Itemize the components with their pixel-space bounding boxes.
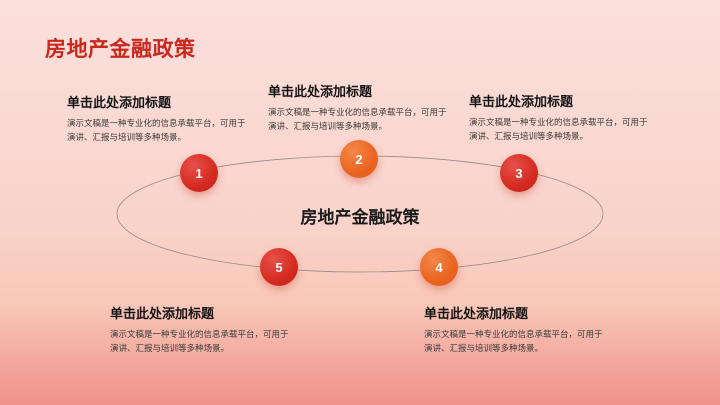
center-title: 房地产金融政策 (300, 208, 420, 227)
node-number: 4 (435, 259, 443, 275)
node-3: 3 (500, 154, 538, 192)
block-title[interactable]: 单击此处添加标题 (469, 94, 574, 109)
node-number: 1 (195, 165, 203, 181)
node-1: 1 (180, 154, 218, 192)
block-title[interactable]: 单击此处添加标题 (110, 306, 215, 321)
node-number: 3 (515, 165, 523, 181)
text-block-1: 单击此处添加标题 演示文稿是一种专业化的信息承载平台，可用于演讲、汇报与培训等多… (67, 92, 267, 144)
text-block-4: 单击此处添加标题 演示文稿是一种专业化的信息承载平台，可用于演讲、汇报与培训等多… (424, 303, 624, 355)
node-number: 2 (355, 151, 363, 167)
block-title[interactable]: 单击此处添加标题 (268, 84, 373, 99)
node-number: 5 (275, 259, 283, 275)
block-text: 演示文稿是一种专业化的信息承载平台，可用于演讲、汇报与培训等多种场景。 (469, 117, 648, 141)
text-block-5: 单击此处添加标题 演示文稿是一种专业化的信息承载平台，可用于演讲、汇报与培训等多… (110, 303, 310, 355)
block-title[interactable]: 单击此处添加标题 (424, 306, 529, 321)
node-4: 4 (420, 248, 458, 286)
block-title[interactable]: 单击此处添加标题 (67, 95, 172, 110)
block-text: 演示文稿是一种专业化的信息承载平台，可用于演讲、汇报与培训等多种场景。 (67, 118, 246, 142)
text-block-2: 单击此处添加标题 演示文稿是一种专业化的信息承载平台，可用于演讲、汇报与培训等多… (268, 81, 468, 133)
node-5: 5 (260, 248, 298, 286)
block-text: 演示文稿是一种专业化的信息承载平台，可用于演讲、汇报与培训等多种场景。 (268, 107, 447, 131)
text-block-3: 单击此处添加标题 演示文稿是一种专业化的信息承载平台，可用于演讲、汇报与培训等多… (469, 91, 669, 143)
block-text: 演示文稿是一种专业化的信息承载平台，可用于演讲、汇报与培训等多种场景。 (110, 329, 289, 353)
node-2: 2 (340, 140, 378, 178)
slide-title: 房地产金融政策 (45, 38, 196, 61)
block-text: 演示文稿是一种专业化的信息承载平台，可用于演讲、汇报与培训等多种场景。 (424, 329, 603, 353)
